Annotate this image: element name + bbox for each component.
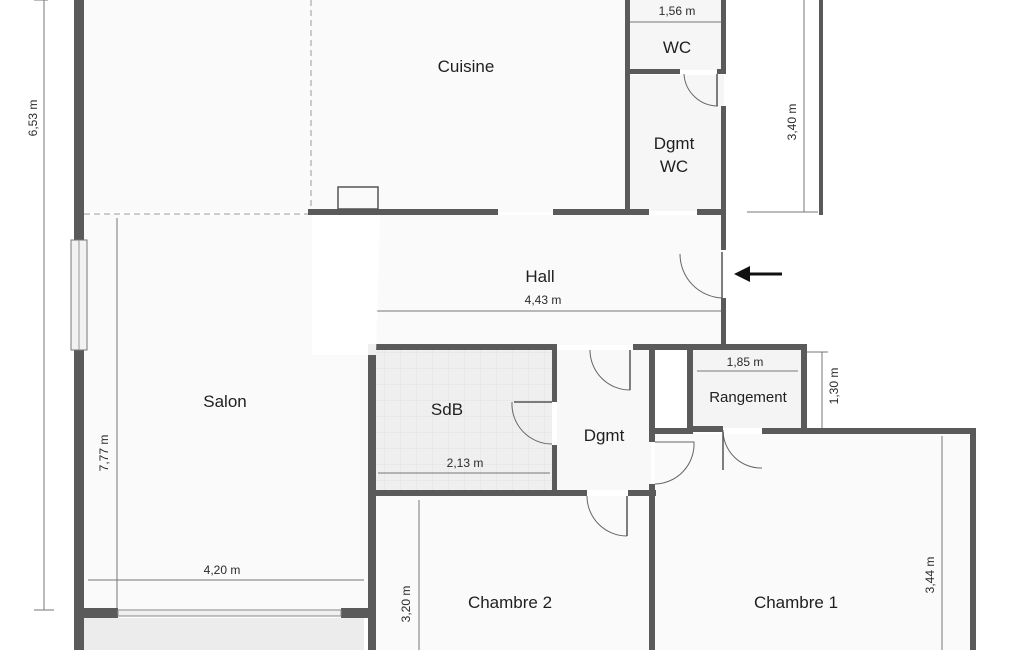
dim-label-overall-height: 6,53 m	[26, 100, 40, 137]
wc-wall-south	[630, 69, 680, 74]
hall-wall-east-top	[721, 212, 726, 250]
door-chambre1	[654, 441, 695, 485]
dim-label-salon-width: 4,20 m	[204, 563, 241, 577]
door-dgmt	[589, 349, 631, 391]
room-label-chambre1: Chambre 1	[754, 593, 838, 612]
sdb-floor	[376, 350, 552, 490]
rangement-floor	[693, 350, 801, 428]
room-label-dgmt-wc-2: WC	[660, 157, 688, 176]
wc-wall-east-bottom	[721, 106, 726, 212]
sdb-wall-east-bottom	[552, 445, 557, 495]
dim-label-chambre2-height: 3,20 m	[399, 586, 413, 623]
sdb-wall-south	[368, 490, 557, 496]
wc-wall-east-top	[721, 0, 726, 74]
wc-floor	[630, 0, 724, 70]
dim-label-sdb-width: 2,13 m	[447, 456, 484, 470]
dim-label-rangement-height: 1,30 m	[827, 368, 841, 405]
dim-label-rangement-width: 1,85 m	[727, 355, 764, 369]
chambre1-wall-west	[649, 484, 655, 650]
dim-label-salon-height: 7,77 m	[97, 435, 111, 472]
chambre1-wall-north	[762, 428, 976, 434]
cuisine-unit	[337, 186, 379, 210]
rangement-wall-east	[801, 344, 807, 434]
dim-label-cuisine-height: 3,40 m	[785, 104, 799, 141]
room-label-dgmt-wc-1: Dgmt	[654, 134, 695, 153]
room-label-wc: WC	[663, 38, 691, 57]
room-label-sdb: SdB	[431, 400, 463, 419]
hall-wall-east-bottom	[721, 298, 726, 346]
sdb-wall-north	[368, 344, 556, 350]
dgmt-wc-floor	[630, 75, 724, 211]
salon-wall-east	[368, 344, 376, 650]
chambre1-wall-east	[970, 428, 976, 650]
rangement-wall-west	[687, 344, 693, 434]
room-label-chambre2: Chambre 2	[468, 593, 552, 612]
dgmt-wall-east	[649, 344, 655, 442]
chambre1-floor	[655, 434, 970, 650]
cuisine-floor	[84, 0, 628, 212]
balcony-floor	[84, 618, 364, 650]
south-wall-salon-left	[84, 608, 118, 618]
room-label-hall: Hall	[525, 267, 554, 286]
dgmt-wc-wall-bottom	[697, 209, 725, 215]
sdb-wall-east-top	[552, 344, 557, 402]
balcony-edge-line	[819, 0, 823, 215]
room-label-rangement: Rangement	[709, 389, 787, 406]
wc-wall-west	[625, 0, 630, 212]
door-wc	[683, 73, 719, 107]
dgmt-wall-north	[633, 344, 805, 350]
dim-label-wc-width: 1,56 m	[659, 4, 696, 18]
room-label-salon: Salon	[203, 392, 246, 411]
dim-label-chambre1-height: 3,44 m	[923, 557, 937, 594]
door-sdb	[511, 401, 553, 445]
door-chambre2	[586, 495, 628, 537]
room-label-cuisine: Cuisine	[438, 57, 495, 76]
room-label-dgmt: Dgmt	[584, 426, 625, 445]
south-wall-salon-right	[341, 608, 368, 618]
entrance-door	[679, 253, 723, 299]
dim-label-hall-width: 4,43 m	[525, 293, 562, 307]
window-balcony	[117, 609, 342, 617]
chambre2-floor	[376, 496, 652, 650]
dgmt-floor	[557, 350, 651, 490]
arrow-left-icon	[734, 266, 782, 282]
cuisine-wall-right	[553, 209, 649, 215]
cuisine-wall-left	[308, 209, 498, 215]
